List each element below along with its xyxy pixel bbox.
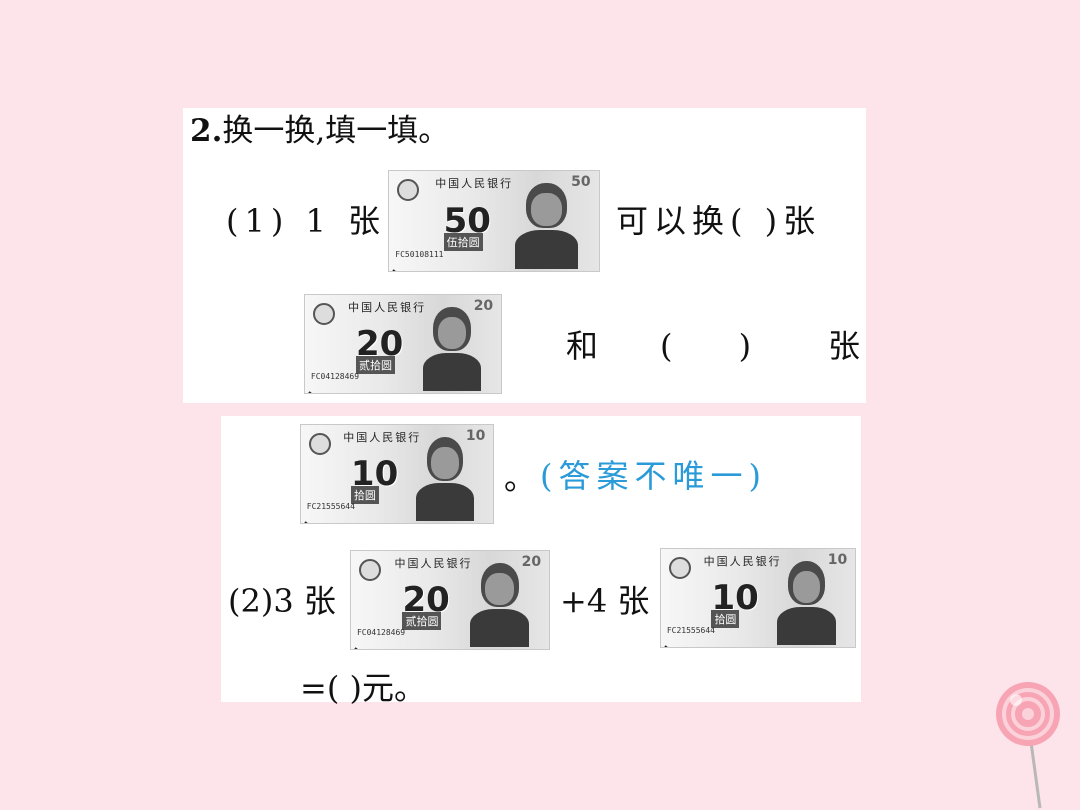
- corner-value: 20: [473, 297, 494, 314]
- bank-name: 中国人民银行: [435, 177, 514, 190]
- portrait-icon: [416, 436, 474, 522]
- answer-note: (答案不唯一): [540, 457, 767, 495]
- problem-title-text: 换一换,填一填。: [222, 113, 450, 149]
- national-emblem-icon: [668, 556, 691, 579]
- part1-prefix: (1) 1 张: [226, 202, 387, 240]
- part1-end: 。: [504, 459, 537, 497]
- note-serial: FC21555644: [306, 502, 355, 512]
- banknote-20-part2: 中国人民银行 20 20 贰拾圆 FC04128469: [350, 550, 550, 650]
- corner-value: 10: [827, 551, 848, 568]
- bank-name: 中国人民银行: [348, 300, 427, 314]
- slash-mark: [392, 269, 430, 271]
- corner-value: 20: [521, 553, 542, 570]
- banknote-10: 中国人民银行 10 10 拾圆 FC21555644: [300, 424, 494, 524]
- part1-and: 和: [566, 327, 599, 365]
- national-emblem-icon: [358, 558, 381, 581]
- lollipop-icon: [996, 682, 1060, 809]
- problem-title: 2.换一换,填一填。: [190, 116, 449, 147]
- national-emblem-icon: [397, 179, 420, 201]
- banknote-20: 中国人民银行 20 20 贰拾圆 FC04128469: [304, 294, 502, 394]
- portrait-icon: [777, 560, 836, 646]
- note-words: 拾圆: [711, 609, 740, 628]
- note-serial: FC04128469: [310, 372, 360, 382]
- part1-zhang: 张: [828, 327, 861, 365]
- part1-exchange: 可以换( )张: [616, 202, 822, 240]
- portrait-icon: [515, 183, 578, 269]
- note-serial: FC04128469: [356, 628, 406, 638]
- slash-mark: [664, 645, 699, 647]
- note-words: 拾圆: [350, 485, 379, 504]
- bank-name: 中国人民银行: [343, 430, 422, 444]
- part2-result: =( )元。: [300, 669, 426, 707]
- bank-name: 中国人民银行: [394, 556, 473, 570]
- note-serial: FC50108111: [395, 250, 444, 259]
- portrait-icon: [469, 562, 530, 648]
- banknote-50: 中国人民银行 50 50 伍拾圆 FC50108111: [388, 170, 600, 272]
- corner-value: 50: [571, 174, 591, 190]
- note-words: 贰拾圆: [402, 611, 442, 630]
- banknote-10-part2: 中国人民银行 10 10 拾圆 FC21555644: [660, 548, 856, 648]
- slash-mark: [354, 647, 389, 649]
- portrait-icon: [422, 306, 482, 392]
- bank-name: 中国人民银行: [703, 554, 782, 568]
- problem-number: 2.: [190, 113, 223, 149]
- note-serial: FC21555644: [666, 626, 715, 636]
- slash-mark: [308, 391, 343, 393]
- part2-prefix: (2)3 张: [228, 582, 336, 620]
- note-words: 伍拾圆: [443, 233, 483, 251]
- slash-mark: [304, 521, 338, 523]
- national-emblem-icon: [312, 302, 335, 325]
- corner-value: 10: [465, 427, 486, 444]
- note-words: 贰拾圆: [355, 355, 395, 374]
- national-emblem-icon: [308, 432, 331, 455]
- part1-blank: ( ): [660, 327, 780, 365]
- part2-plus: +4 张: [560, 582, 650, 620]
